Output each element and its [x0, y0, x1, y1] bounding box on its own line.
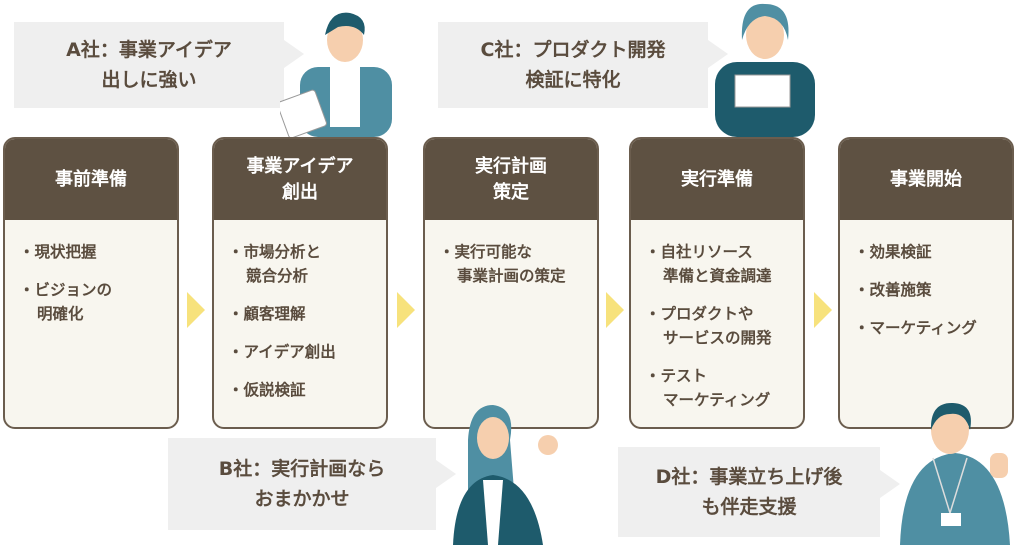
step-item: 顧客理解 [228, 302, 378, 326]
person-a-icon [280, 12, 392, 137]
person-d-icon [900, 402, 1010, 545]
step-execution-prep: 実行準備自社リソース 準備と資金調達プロダクトや サービスの開発テスト マーケテ… [629, 137, 805, 429]
callout-tail [708, 40, 728, 68]
step-launch: 事業開始効果検証改善施策マーケティング [838, 137, 1014, 429]
step-plan: 実行計画 策定実行可能な 事業計画の策定 [423, 137, 599, 429]
callout-tail [436, 460, 456, 488]
step-title: 事業開始 [840, 139, 1012, 220]
step-item: 実行可能な 事業計画の策定 [439, 240, 589, 288]
arrow-icon [606, 292, 624, 328]
person-b-icon [453, 405, 558, 545]
step-item: アイデア創出 [228, 340, 378, 364]
step-item: 自社リソース 準備と資金調達 [645, 240, 795, 288]
step-idea: 事業アイデア 創出市場分析と 競合分析顧客理解アイデア創出仮説検証 [212, 137, 388, 429]
step-title: 事前準備 [5, 139, 177, 220]
arrow-icon [187, 292, 205, 328]
person-c-icon [715, 3, 815, 137]
callout-company-c: C社：プロダクト開発 検証に特化 [438, 22, 708, 108]
arrow-icon [397, 292, 415, 328]
step-item: 市場分析と 競合分析 [228, 240, 378, 288]
step-item: 改善施策 [854, 278, 1004, 302]
step-item: 仮説検証 [228, 378, 378, 402]
callout-tail [880, 470, 900, 498]
arrow-icon [814, 292, 832, 328]
callout-tail [284, 40, 304, 68]
callout-company-d: D社：事業立ち上げ後 も伴走支援 [618, 447, 880, 537]
step-item: プロダクトや サービスの開発 [645, 302, 795, 350]
step-title: 実行計画 策定 [425, 139, 597, 220]
step-item: テスト マーケティング [645, 364, 795, 412]
callout-company-b: B社：実行計画なら おまかかせ [168, 438, 436, 530]
step-item: マーケティング [854, 316, 1004, 340]
step-item: ビジョンの 明確化 [19, 278, 169, 326]
step-item: 現状把握 [19, 240, 169, 264]
step-preparation: 事前準備現状把握ビジョンの 明確化 [3, 137, 179, 429]
step-title: 実行準備 [631, 139, 803, 220]
step-item: 効果検証 [854, 240, 1004, 264]
step-title: 事業アイデア 創出 [214, 139, 386, 220]
callout-company-a: A社：事業アイデア 出しに強い [14, 22, 284, 108]
